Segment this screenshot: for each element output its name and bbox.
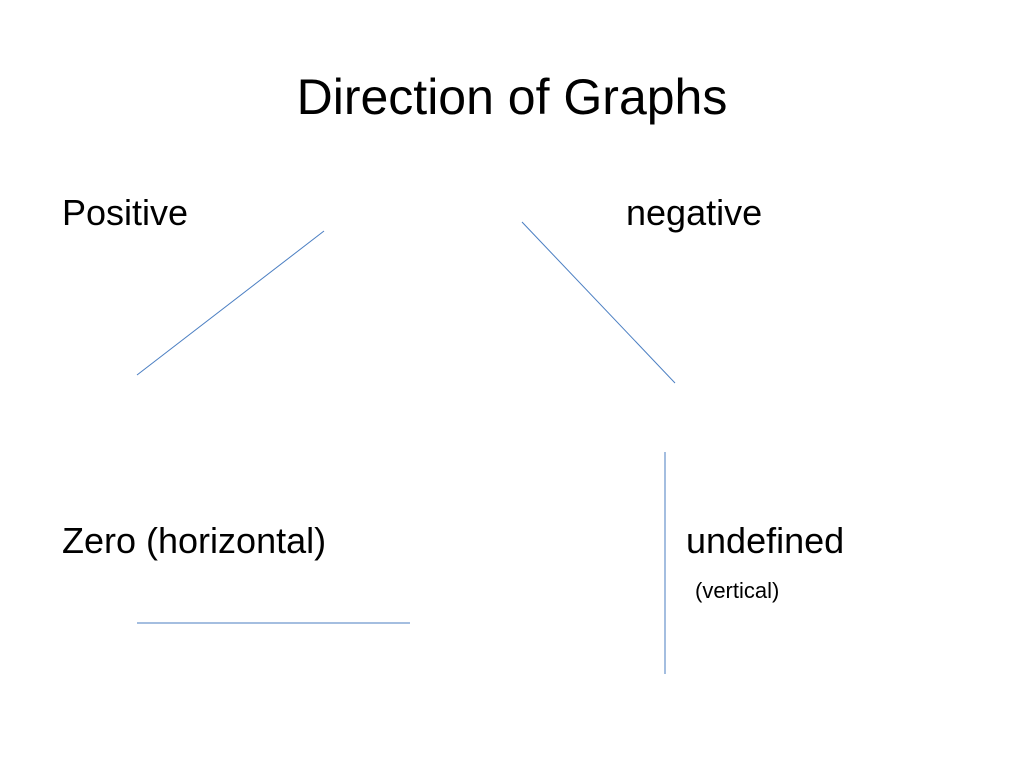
vertical-label: (vertical) (695, 578, 780, 603)
slide-title: Direction of Graphs (296, 69, 728, 125)
positive-slope-line (136, 230, 325, 376)
undefined-label: undefined (686, 520, 845, 561)
negative-slope-line (521, 221, 676, 384)
negative-label: negative (626, 192, 763, 233)
zero-horizontal-label: Zero (horizontal) (62, 520, 327, 561)
positive-label: Positive (62, 192, 189, 233)
